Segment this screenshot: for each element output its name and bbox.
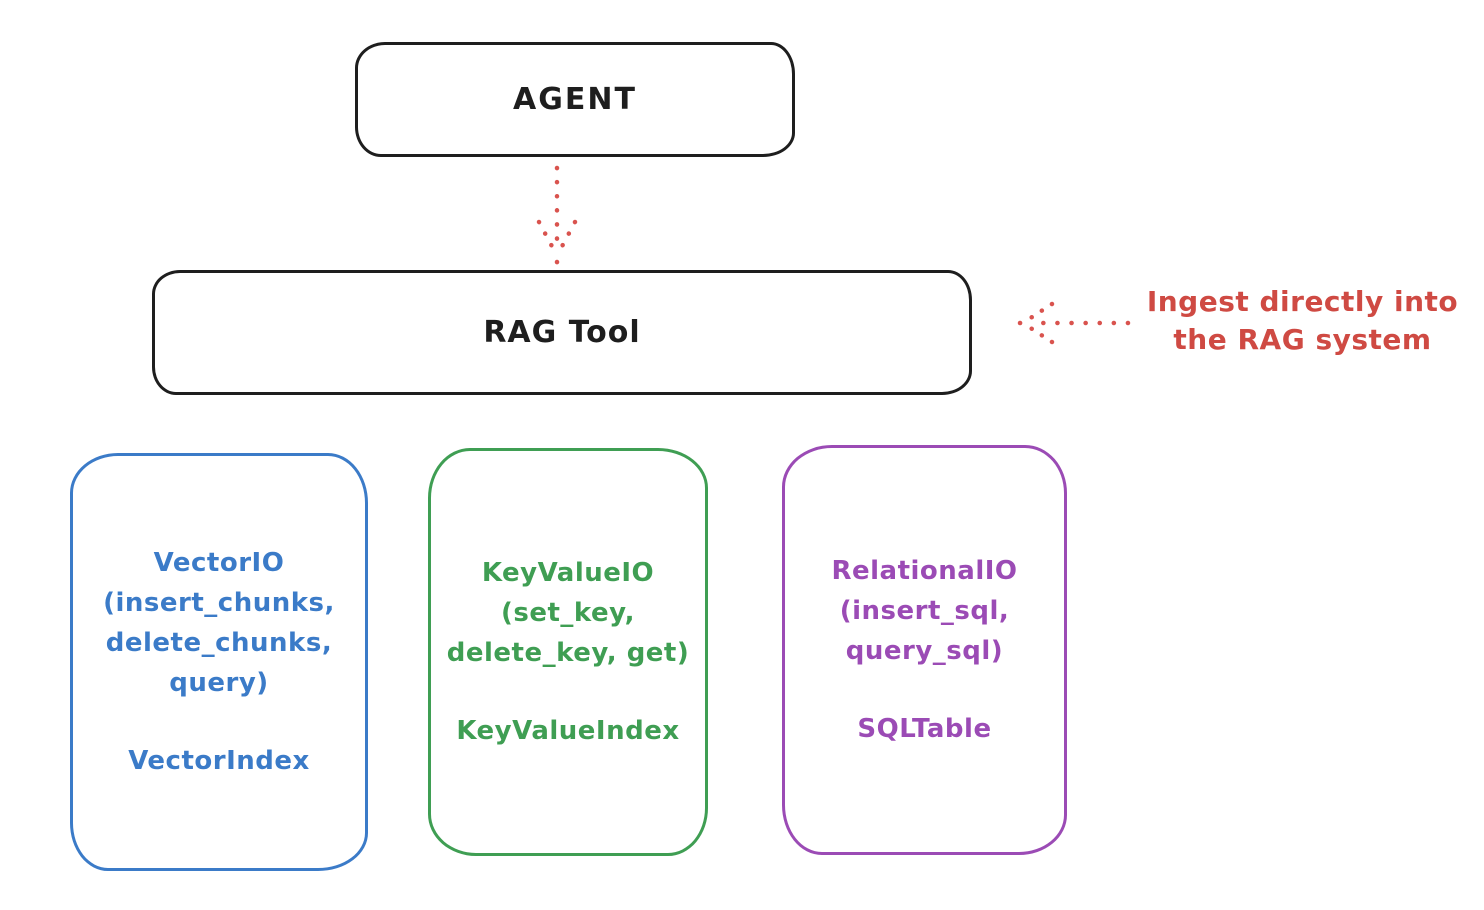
key-value-index-label: KeyValueIndex (456, 716, 680, 746)
annotation-line-1: Ingest directly into (1146, 285, 1459, 318)
annotation-line-2: the RAG system (1173, 323, 1432, 356)
relational-io-param-line: (insert_sql, (839, 596, 1010, 626)
vector-io-param-line: (insert_chunks, (103, 588, 335, 618)
relational-io-title: RelationalIO (831, 556, 1018, 586)
sql-table-label: SQLTable (857, 714, 992, 744)
dotted-arrow-left-icon (1017, 301, 1131, 345)
key-value-io-param-line: (set_key, (501, 598, 635, 628)
rag-tool-label: RAG Tool (483, 315, 641, 350)
dotted-arrow-down-icon (536, 165, 578, 265)
vector-index-label: VectorIndex (128, 746, 310, 776)
vector-io-box: VectorIO (insert_chunks, delete_chunks, … (70, 453, 368, 871)
vector-io-param-line: delete_chunks, (105, 628, 333, 658)
key-value-io-title: KeyValueIO (481, 558, 655, 588)
agent-node: AGENT (355, 42, 795, 157)
annotation-ingest: Ingest directly into the RAG system (1130, 283, 1475, 359)
relational-io-param-line: query_sql) (845, 636, 1004, 666)
rag-tool-node: RAG Tool (152, 270, 972, 395)
relational-io-box: RelationalIO (insert_sql, query_sql) SQL… (782, 445, 1067, 855)
vector-io-title: VectorIO (153, 548, 285, 578)
vector-io-param-line: query) (169, 668, 269, 698)
key-value-io-box: KeyValueIO (set_key, delete_key, get) Ke… (428, 448, 708, 856)
agent-label: AGENT (513, 82, 637, 117)
key-value-io-param-line: delete_key, get) (446, 638, 690, 668)
